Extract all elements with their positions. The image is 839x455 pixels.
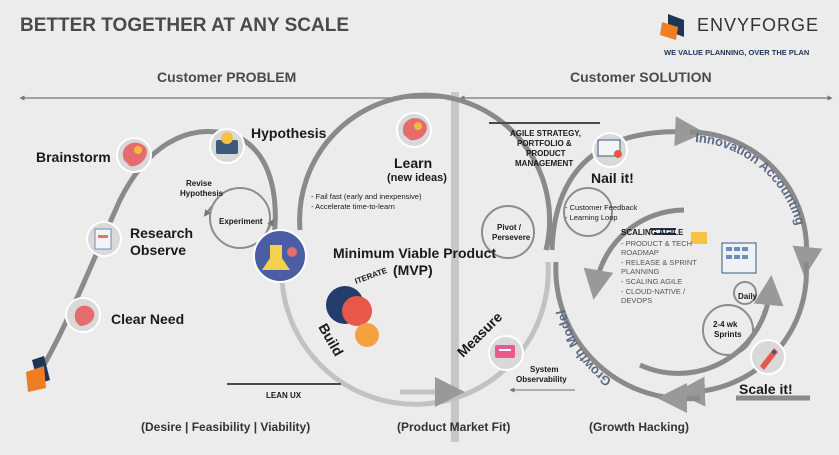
revise-label-1: Revise: [186, 179, 212, 188]
stage-observe: Observe: [130, 242, 186, 258]
daily-loop: [733, 281, 757, 305]
sprint-loop: [702, 304, 754, 356]
section-divider: [451, 92, 459, 442]
pivot-label-1: Pivot /: [497, 223, 522, 232]
section-solution: Customer SOLUTION: [570, 69, 712, 85]
hypothesis-lightbulb-icon: [209, 128, 245, 164]
mvp-label-1: Minimum Viable Product: [333, 245, 496, 261]
system-observability-2: Observability: [516, 375, 567, 384]
solution-arc-top: [549, 116, 705, 251]
scaling-item-1: - PRODUCT & TECH: [621, 239, 692, 248]
kanban-board-icon: [650, 228, 757, 274]
logo-icon: [660, 14, 684, 40]
footer-product-market-fit: (Product Market Fit): [397, 420, 510, 434]
brand-tagline: WE VALUE PLANNING, OVER THE PLAN: [664, 48, 809, 57]
system-observability-1: System: [530, 365, 558, 374]
clear-need-icon: [65, 297, 101, 333]
footer-desire: (Desire | Feasibility | Viability): [141, 420, 310, 434]
nail-it-board-icon: [592, 132, 628, 168]
innovation-arc: [689, 129, 823, 277]
build-label: Build: [315, 321, 346, 359]
learn-note-1: - Fail fast (early and inexpensive): [311, 192, 422, 201]
scaling-item-2: ROADMAP: [621, 248, 659, 257]
page-title: BETTER TOGETHER AT ANY SCALE: [20, 15, 349, 36]
scale-it-rocket-icon: [750, 339, 786, 375]
scale-it-label: Scale it!: [739, 381, 793, 397]
footer-growth-hacking: (Growth Hacking): [589, 420, 689, 434]
agile-line-4: MANAGEMENT: [515, 159, 573, 168]
stage-brainstorm: Brainstorm: [36, 149, 111, 165]
brainstorm-icon: [116, 137, 152, 173]
mvp-label-2: (MVP): [393, 262, 433, 278]
build-circles-icon: [326, 286, 379, 347]
section-problem: Customer PROBLEM: [157, 69, 296, 85]
scaling-item-4: PLANNING: [621, 267, 660, 276]
stage-research: Research: [130, 225, 193, 241]
iterate-label: ITERATE: [354, 266, 389, 286]
scaling-item-7: DEVOPS: [621, 296, 652, 305]
inner-ring: [583, 207, 685, 300]
agile-line-3: PRODUCT: [526, 149, 566, 158]
scaling-item-5: - SCALING AGILE: [621, 277, 682, 286]
agile-line-2: PORTFOLIO &: [517, 139, 572, 148]
experiment-flask-icon: [253, 229, 307, 283]
nail-note-1: - Customer Feedback: [565, 203, 637, 212]
nail-note-2: - Learning Loop: [565, 213, 618, 222]
brand-name: ENVYFORGE: [697, 15, 819, 35]
nail-it-loop: [563, 187, 613, 237]
lean-ux-label: LEAN UX: [266, 391, 302, 400]
mvp-loop-bottom: [279, 261, 551, 407]
daily-label: Daily: [738, 292, 758, 301]
scaling-agile-title: SCALING AGILE: [621, 228, 684, 237]
revise-label-2: Hypothesis: [180, 189, 224, 198]
stage-clear-need: Clear Need: [111, 311, 184, 327]
sprints-label-1: 2-4 wk: [713, 320, 738, 329]
sprints-label-2: Sprints: [714, 330, 742, 339]
measure-chat-icon: [488, 335, 524, 371]
experiment-loop: [209, 187, 271, 249]
bottom-logo-icon: [26, 356, 50, 392]
experiment-label: Experiment: [219, 217, 263, 226]
problem-arc: [37, 129, 278, 374]
mvp-loop-top: [297, 92, 553, 251]
scaling-item-6: - CLOUD-NATIVE /: [621, 287, 686, 296]
learn-sub-label: (new ideas): [387, 172, 447, 184]
scaling-item-3: - RELEASE & SPRINT: [621, 258, 697, 267]
learn-label: Learn: [394, 155, 432, 171]
agile-line-1: AGILE STRATEGY,: [510, 129, 581, 138]
pivot-loop: [481, 205, 535, 259]
research-document-icon: [86, 221, 122, 257]
pivot-label-2: Persevere: [492, 233, 531, 242]
learn-brain-icon: [396, 112, 432, 148]
learn-note-2: - Accelerate time-to-learn: [311, 202, 395, 211]
nail-it-label: Nail it!: [591, 170, 634, 186]
stage-hypothesis: Hypothesis: [251, 125, 327, 141]
innovation-accounting-label: Innovation Accounting: [695, 130, 808, 227]
